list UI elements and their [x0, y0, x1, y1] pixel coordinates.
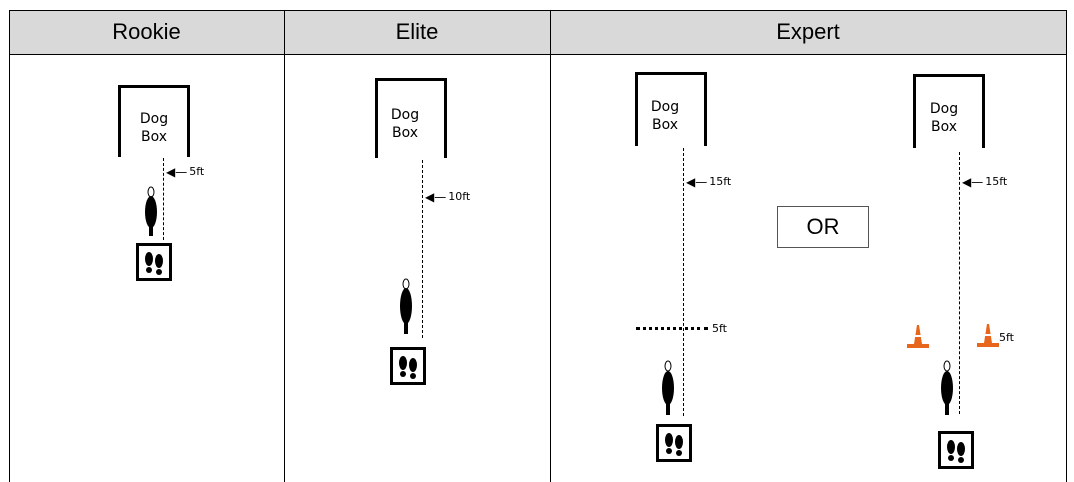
- expert-b-distance-label: 15ft: [985, 175, 1008, 188]
- expert-b-distance-marker: ◀— 15ft: [962, 175, 1007, 188]
- rookie-handler-box: [136, 243, 172, 281]
- expert-a-distance-label: 15ft: [709, 175, 732, 188]
- elite-distance-marker: ◀— 10ft: [425, 190, 470, 203]
- expert-b-dog-box-label: Dog Box: [929, 101, 959, 135]
- dog-icon: [400, 278, 412, 334]
- expert-b-distance-line: [959, 152, 960, 414]
- grid-line-right: [1066, 10, 1067, 482]
- dog-icon: [941, 360, 953, 415]
- grid-line-header-bottom: [9, 54, 1067, 55]
- elite-distance-label: 10ft: [448, 190, 471, 203]
- expert-b-dog-box: [913, 74, 985, 148]
- expert-a-dog-box-label: Dog Box: [650, 99, 680, 133]
- footprints-icon: [665, 433, 683, 456]
- elite-handler-box: [390, 347, 426, 385]
- traffic-cone-icon: [977, 324, 999, 347]
- arrow-left-icon: ◀—: [425, 189, 447, 204]
- elite-dog-box-label: Dog Box: [390, 107, 420, 141]
- grid-line-top: [9, 10, 1067, 11]
- expert-a-distance-line: [683, 148, 684, 416]
- grid-line-col1: [284, 10, 285, 482]
- expert-a-line-marker-label: 5ft: [712, 322, 727, 335]
- or-label: OR: [777, 206, 869, 248]
- rookie-distance-line: [163, 158, 164, 240]
- expert-b-handler-box: [938, 431, 974, 469]
- arrow-left-icon: ◀—: [166, 164, 188, 179]
- dog-icon: [662, 360, 674, 415]
- elite-dog-box: [375, 78, 447, 158]
- expert-a-distance-marker: ◀— 15ft: [686, 175, 731, 188]
- arrow-left-icon: ◀—: [686, 174, 708, 189]
- footprints-icon: [399, 356, 417, 379]
- expert-a-line-marker: [636, 327, 708, 330]
- grid-line-col2: [550, 10, 551, 482]
- expert-b-cone-marker-label: 5ft: [999, 331, 1014, 344]
- header-rookie: Rookie: [112, 19, 181, 44]
- expert-a-handler-box: [656, 424, 692, 462]
- header-elite: Elite: [395, 19, 439, 44]
- rookie-dog-box: [118, 85, 190, 157]
- rookie-distance-label: 5ft: [189, 165, 205, 178]
- rookie-distance-marker: ◀— 5ft: [166, 165, 204, 178]
- expert-a-dog-box: [635, 72, 707, 146]
- grid-line-left: [9, 10, 10, 482]
- footprints-icon: [145, 252, 163, 275]
- header-row: [9, 10, 1067, 54]
- traffic-cone-icon: [907, 325, 929, 348]
- arrow-left-icon: ◀—: [962, 174, 984, 189]
- header-expert: Expert: [776, 19, 840, 44]
- dog-icon: [145, 186, 157, 236]
- rookie-dog-box-label: Dog Box: [139, 111, 169, 145]
- footprints-icon: [947, 440, 965, 463]
- elite-distance-line: [422, 160, 423, 338]
